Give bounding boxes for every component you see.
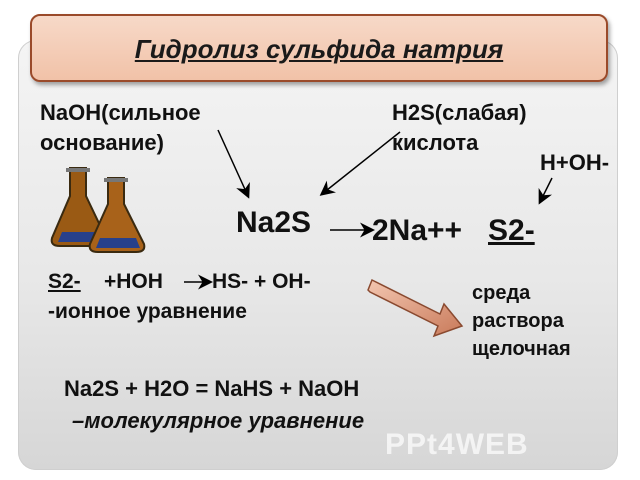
arrow-to-medium bbox=[367, 278, 464, 338]
naoh-line1: NaOH(сильное bbox=[40, 100, 201, 125]
molecular-equation: Na2S + H2O = NaHS + NaOH bbox=[64, 376, 360, 401]
ionic-reagent: +HOH bbox=[104, 270, 163, 293]
ionic-products: HS- + OH- bbox=[212, 270, 311, 293]
flasks-icon bbox=[50, 167, 146, 253]
slide-title: Гидролиз сульфида натрия bbox=[134, 34, 504, 64]
dissociation-anion: S2- bbox=[488, 214, 535, 247]
medium-line3: щелочная bbox=[472, 338, 571, 360]
arrow-hoh-ions bbox=[538, 177, 553, 205]
hoh-ions-label: H+OH- bbox=[540, 150, 610, 175]
arrow-h2s-to-salt bbox=[319, 131, 401, 196]
medium-line2: раствора bbox=[472, 310, 564, 332]
ionic-caption: -ионное уравнение bbox=[48, 300, 247, 323]
watermark: PPt4WEB bbox=[385, 428, 529, 461]
arrow-naoh-to-salt bbox=[217, 129, 250, 199]
dissociation-cation: 2Na++ bbox=[372, 214, 463, 247]
h2s-line2: кислота bbox=[392, 130, 479, 155]
naoh-line2: основание) bbox=[40, 130, 164, 155]
slide-background bbox=[18, 40, 618, 470]
h2s-line1: H2S(слабая) bbox=[392, 100, 527, 125]
ionic-ion: S2- bbox=[48, 270, 81, 293]
title-banner: Гидролиз сульфида натрия bbox=[30, 14, 608, 82]
molecular-caption: –молекулярное уравнение bbox=[72, 408, 365, 433]
medium-line1: среда bbox=[472, 282, 531, 304]
salt-formula: Na2S bbox=[236, 206, 312, 239]
